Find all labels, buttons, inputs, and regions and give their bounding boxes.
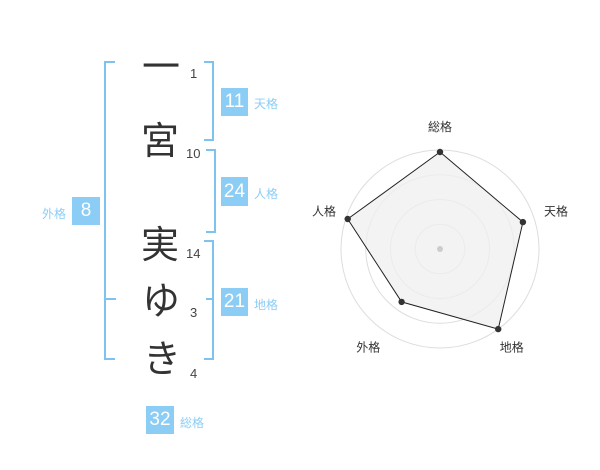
tenkaku-badge: 11 <box>221 88 248 116</box>
name-char-2: 宮 <box>141 119 180 163</box>
radar-axis-label-1: 総格 <box>428 119 452 134</box>
stroke-count-1: 1 <box>190 66 198 81</box>
chikaku-badge: 21 <box>221 288 248 316</box>
gaikaku-label: 外格 <box>42 207 67 221</box>
gaikaku-bracket <box>104 61 115 360</box>
soukaku-badge: 32 <box>146 406 174 434</box>
jinkaku-bracket <box>206 149 216 233</box>
radar-axis-label-3: 地格 <box>500 340 524 355</box>
radar-center-point <box>437 246 443 252</box>
radar-point-2 <box>519 218 527 226</box>
gaikaku-badge: 8 <box>72 197 100 225</box>
radar-series-polygon <box>347 151 524 330</box>
stroke-count-4: 3 <box>190 305 198 320</box>
chikaku-bracket <box>204 240 214 360</box>
radar-axis-label-2: 天格 <box>544 203 568 218</box>
stroke-count-2: 10 <box>186 146 201 161</box>
radar-point-3 <box>495 325 502 333</box>
tenkaku-bracket <box>204 61 214 141</box>
stroke-count-5: 4 <box>190 366 198 381</box>
radar-axis-label-5: 人格 <box>312 203 336 218</box>
tenkaku-value: 11 <box>224 91 245 112</box>
radar-point-4 <box>398 298 405 306</box>
name-char-5: き <box>143 337 182 381</box>
radar-point-5 <box>344 215 351 223</box>
soukaku-value: 32 <box>149 409 171 430</box>
name-char-3: 実 <box>141 223 180 267</box>
chikaku-inner-tick <box>206 298 214 300</box>
jinkaku-label: 人格 <box>254 187 279 201</box>
chikaku-label: 地格 <box>254 298 279 312</box>
gaikaku-tick <box>104 298 116 300</box>
tenkaku-label: 天格 <box>254 97 279 111</box>
gaikaku-value: 8 <box>80 200 92 221</box>
jinkaku-value: 24 <box>223 181 246 202</box>
stroke-count-3: 14 <box>186 246 201 261</box>
name-char-4: ゆ <box>142 279 181 323</box>
soukaku-label: 総格 <box>180 416 205 430</box>
chikaku-value: 21 <box>223 291 246 312</box>
jinkaku-badge: 24 <box>221 177 248 206</box>
radar-point-1 <box>436 148 444 156</box>
radar-axis-label-4: 外格 <box>356 340 380 355</box>
name-char-1: 一 <box>142 45 181 89</box>
